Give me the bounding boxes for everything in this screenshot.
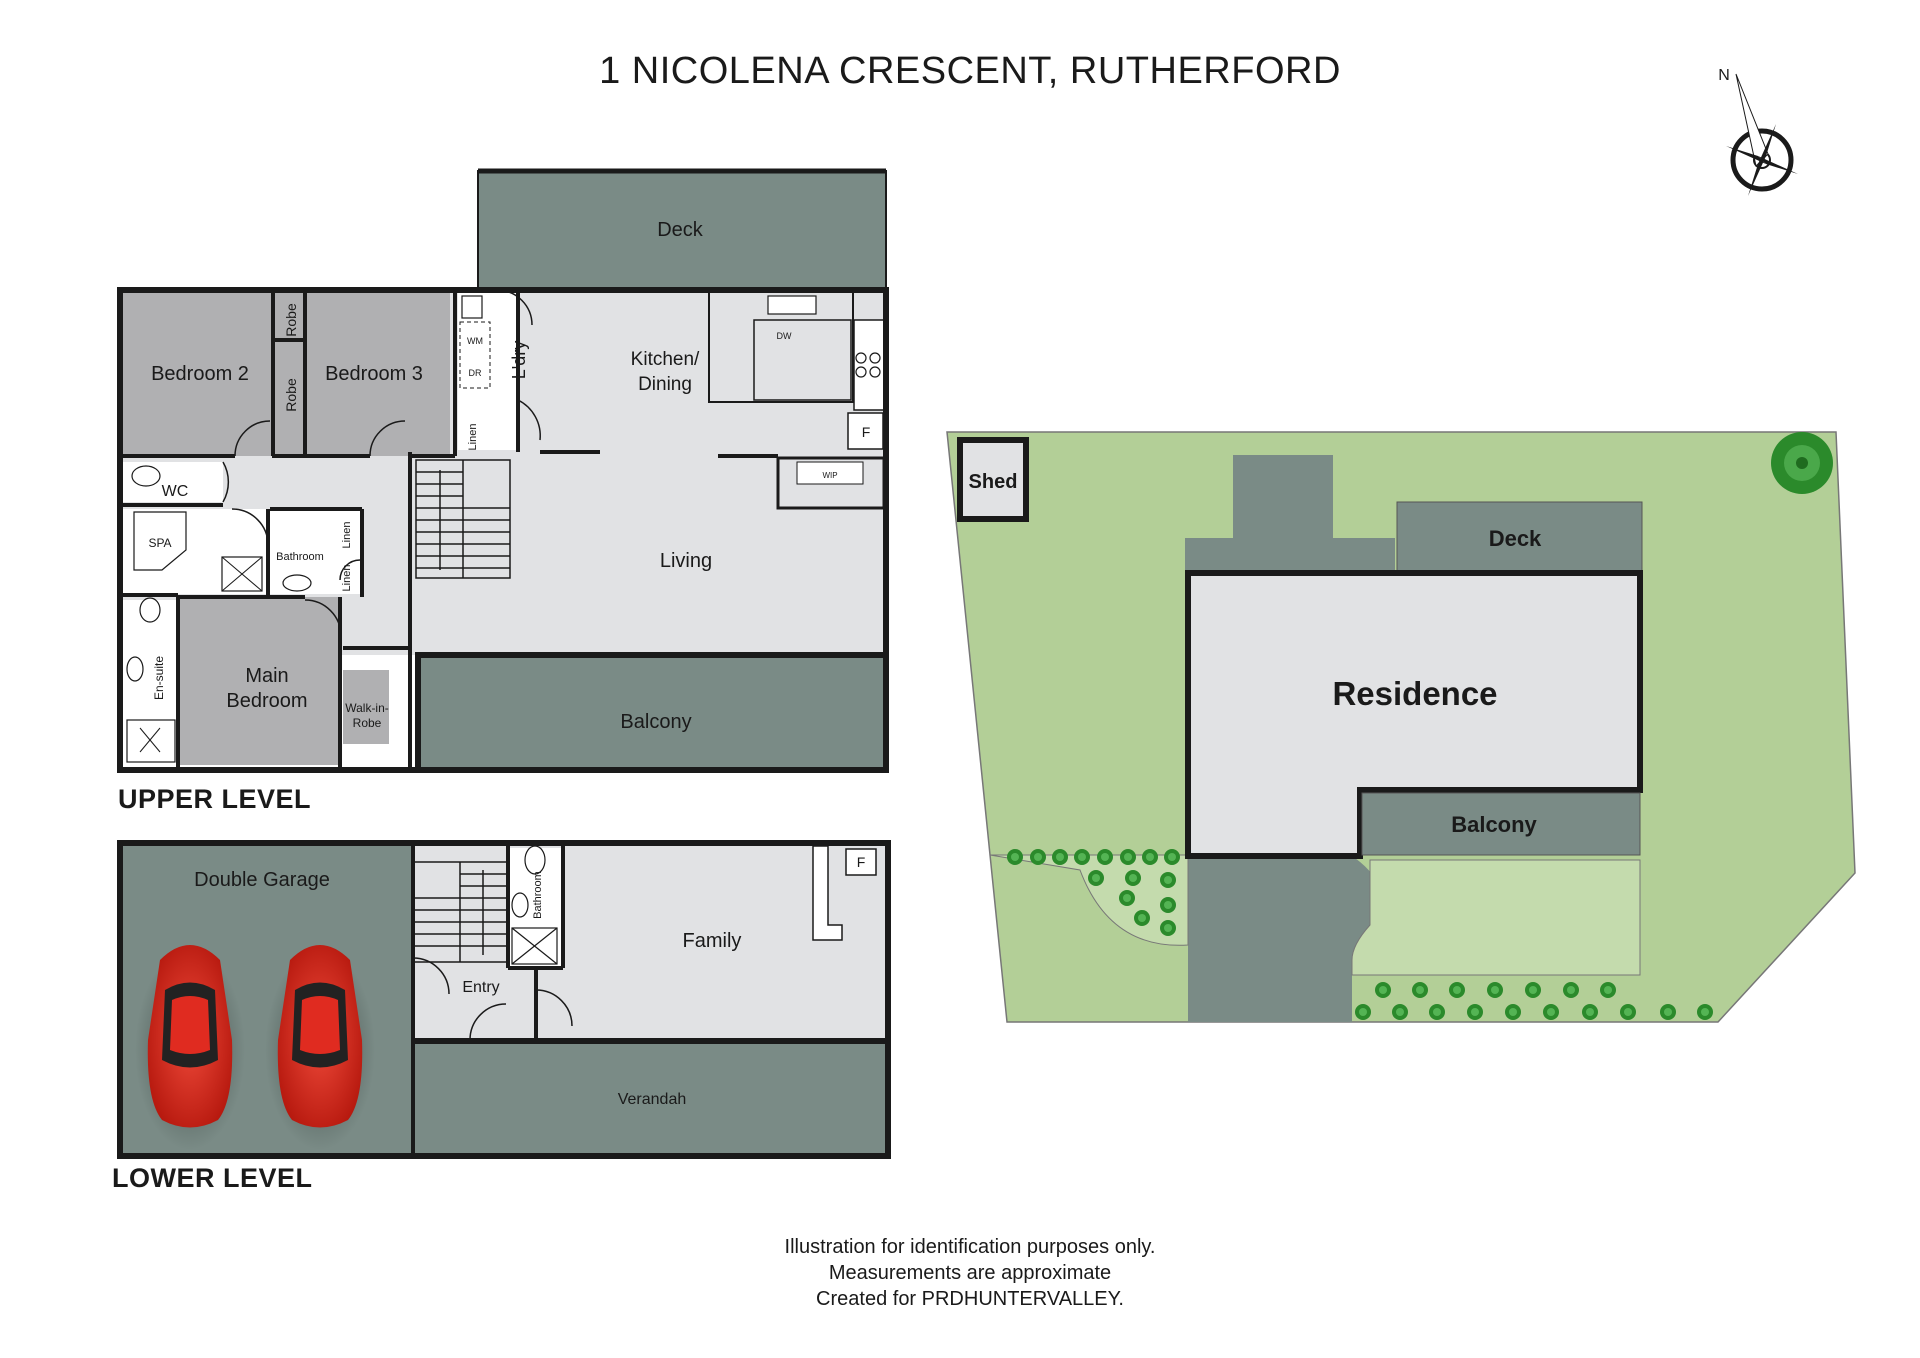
verandah-area bbox=[412, 1042, 889, 1157]
label-linen-bath-1: Linen bbox=[341, 522, 353, 549]
label-linen-bath-2: Linen bbox=[341, 565, 353, 592]
compass-north-label: N bbox=[1718, 67, 1730, 84]
bedroom-3-area bbox=[305, 292, 450, 456]
site-deck-area bbox=[1396, 501, 1643, 573]
car-right-icon bbox=[265, 945, 375, 1150]
label-main-bedroom-line1: Main bbox=[245, 665, 288, 687]
label-kitchen-line1: Kitchen/ bbox=[631, 349, 700, 370]
label-verandah: Verandah bbox=[618, 1091, 687, 1108]
site-plan: Shed Deck Residence Balcony bbox=[946, 431, 1856, 1023]
label-robe-upper: Robe bbox=[283, 303, 299, 337]
label-spa: SPA bbox=[148, 536, 171, 550]
label-wc: WC bbox=[162, 483, 189, 500]
lower-level-plan: Double Garage Bathroom F Family Entry Ve… bbox=[117, 840, 891, 1159]
plan-title: 1 NICOLENA CRESCENT, RUTHERFORD bbox=[599, 50, 1341, 92]
label-bathroom-lower: Bathroom bbox=[532, 871, 544, 919]
label-dw: DW bbox=[777, 331, 792, 341]
label-dr: DR bbox=[469, 368, 482, 378]
main-bedroom-area bbox=[180, 597, 340, 765]
robe-area bbox=[273, 292, 305, 456]
label-residence: Residence bbox=[1332, 675, 1497, 712]
footer-line-2: Measurements are approximate bbox=[828, 1262, 1112, 1284]
label-kitchen-line2: Dining bbox=[638, 374, 692, 395]
label-fridge-upper: F bbox=[862, 424, 871, 440]
footer-line-3: Created for PRDHUNTERVALLEY. bbox=[816, 1288, 1124, 1310]
label-bedroom-2: Bedroom 2 bbox=[151, 363, 249, 385]
label-linen-laundry: Linen bbox=[467, 424, 479, 451]
walkin-robe-area bbox=[343, 670, 389, 744]
footer-line-1: Illustration for identification purposes… bbox=[784, 1236, 1156, 1258]
label-wip: WIP bbox=[822, 471, 837, 480]
site-balcony-area bbox=[1361, 792, 1641, 856]
label-walkin-line1: Walk-in- bbox=[345, 701, 389, 715]
label-site-balcony: Balcony bbox=[1451, 812, 1537, 837]
label-living: Living bbox=[660, 550, 712, 572]
compass-icon: N bbox=[1718, 67, 1798, 196]
car-left-icon bbox=[135, 945, 245, 1150]
label-deck: Deck bbox=[657, 219, 704, 241]
label-shed: Shed bbox=[969, 471, 1018, 493]
label-walkin-line2: Robe bbox=[353, 716, 382, 730]
shed-building bbox=[957, 437, 1029, 522]
label-entry: Entry bbox=[462, 979, 499, 996]
label-balcony-upper: Balcony bbox=[620, 711, 691, 733]
label-family: Family bbox=[683, 930, 742, 952]
label-fridge-lower: F bbox=[857, 854, 866, 870]
lower-level-heading: LOWER LEVEL bbox=[112, 1163, 313, 1193]
upper-level-heading: UPPER LEVEL bbox=[118, 784, 312, 814]
label-site-deck: Deck bbox=[1489, 526, 1542, 551]
tree-icon bbox=[1771, 432, 1833, 494]
label-wm: WM bbox=[467, 336, 483, 346]
deck-area bbox=[477, 170, 887, 290]
label-main-bedroom-line2: Bedroom bbox=[226, 690, 307, 712]
label-ensuite: En-suite bbox=[152, 656, 166, 700]
label-bathroom-upper: Bathroom bbox=[276, 551, 324, 563]
label-laundry: L'dry bbox=[509, 341, 529, 379]
disclaimer-footer: Illustration for identification purposes… bbox=[720, 1234, 1220, 1312]
label-robe-lower: Robe bbox=[283, 378, 299, 412]
upper-level-plan: Deck Bedroom 2 Bedroom 3 Robe Robe WM DR… bbox=[117, 168, 889, 773]
residence-footprint bbox=[1185, 570, 1643, 859]
label-bedroom-3: Bedroom 3 bbox=[325, 363, 423, 385]
label-double-garage: Double Garage bbox=[194, 869, 330, 891]
